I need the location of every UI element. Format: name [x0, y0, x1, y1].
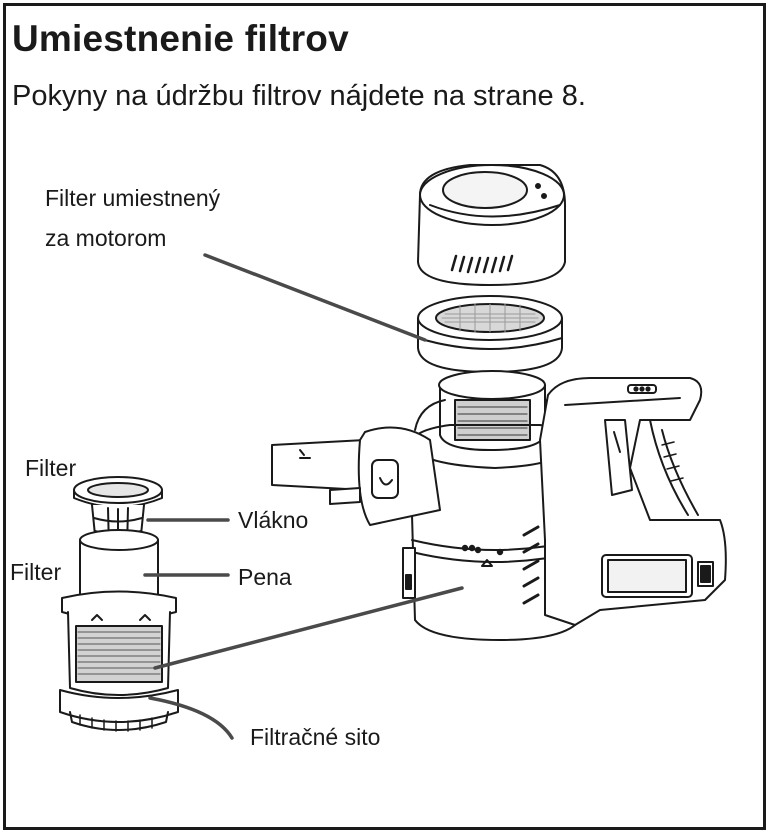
label-motor-filter-line2: za motorom [45, 225, 167, 251]
filter-assembly-illustration-icon [59, 476, 179, 732]
nozzle-connector-icon [271, 426, 441, 526]
leader-motor-filter [203, 253, 427, 342]
label-fiber: Vlákno [238, 507, 309, 533]
diagram-frame [3, 3, 766, 830]
label-foam: Pena [238, 564, 292, 590]
motor-filter-ring-icon [417, 295, 563, 373]
vacuum-illustration-icon [271, 164, 727, 641]
label-filter-top: Filter [25, 455, 77, 481]
motor-housing-icon [414, 370, 576, 451]
motor-filter-cap-icon [417, 164, 566, 286]
handle-icon [522, 377, 727, 626]
page-subtitle: Pokyny na údržbu filtrov nájdete na stra… [12, 80, 586, 112]
label-mesh: Filtračné sito [250, 724, 381, 750]
leader-mesh-to-bin [153, 586, 464, 670]
leader-mesh [148, 696, 234, 740]
page-title: Umiestnenie filtrov [12, 18, 349, 59]
leader-lines [143, 253, 464, 740]
mesh-filter-icon [59, 590, 179, 732]
label-filter-left: Filter [10, 559, 62, 585]
label-motor-filter-line1: Filter umiestnený [45, 185, 221, 211]
